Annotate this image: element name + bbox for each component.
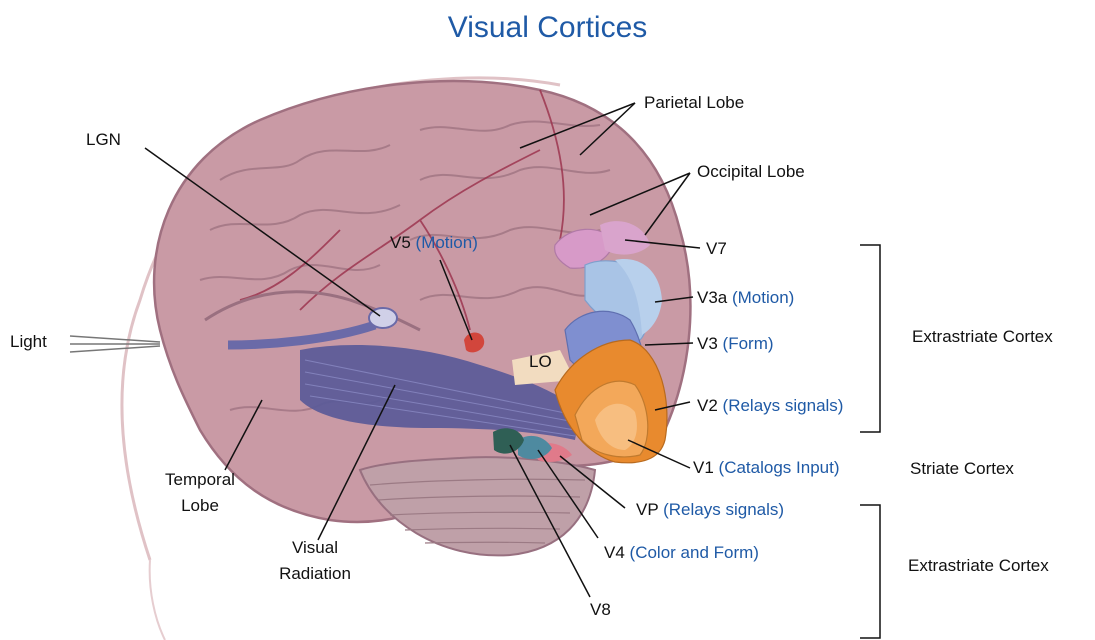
v3a-name: V3a	[697, 288, 727, 307]
label-parietal-lobe: Parietal Lobe	[644, 93, 744, 113]
v1-desc: (Catalogs Input)	[719, 458, 840, 477]
label-striate: Striate Cortex	[910, 459, 1014, 479]
v3-name: V3	[697, 334, 718, 353]
v5-desc: (Motion)	[416, 233, 478, 252]
bracket-bottom	[860, 505, 880, 638]
v2-name: V2	[697, 396, 718, 415]
label-v2: V2 (Relays signals)	[697, 396, 843, 416]
label-visual-radiation: Visual Radiation	[270, 538, 360, 584]
label-occipital-lobe: Occipital Lobe	[697, 162, 805, 182]
label-v1: V1 (Catalogs Input)	[693, 458, 839, 478]
v3-desc: (Form)	[723, 334, 774, 353]
v5-name: V5	[390, 233, 411, 252]
label-lo: LO	[529, 352, 552, 372]
bracket-top	[860, 245, 880, 432]
face-outline	[150, 560, 165, 640]
label-v8: V8	[590, 600, 611, 620]
v4-name: V4	[604, 543, 625, 562]
label-extrastriate-bottom: Extrastriate Cortex	[908, 556, 1049, 576]
label-v4: V4 (Color and Form)	[604, 543, 759, 563]
light-rays	[70, 336, 160, 352]
v4-desc: (Color and Form)	[630, 543, 759, 562]
temporal-line-2: Lobe	[160, 496, 240, 516]
label-v3a: V3a (Motion)	[697, 288, 794, 308]
visual-radiation-line-1: Visual	[270, 538, 360, 558]
v2-desc: (Relays signals)	[723, 396, 844, 415]
vp-name: VP	[636, 500, 658, 519]
vp-desc: (Relays signals)	[663, 500, 784, 519]
label-lgn: LGN	[86, 130, 121, 150]
label-light: Light	[10, 332, 47, 352]
temporal-line-1: Temporal	[160, 470, 240, 490]
v1-name: V1	[693, 458, 714, 477]
label-v7: V7	[706, 239, 727, 259]
page-title: Visual Cortices	[0, 10, 1095, 46]
label-extrastriate-top: Extrastriate Cortex	[912, 327, 1053, 347]
label-vp: VP (Relays signals)	[636, 500, 784, 520]
visual-radiation-line-2: Radiation	[270, 564, 360, 584]
v3a-desc: (Motion)	[732, 288, 794, 307]
label-temporal-lobe: Temporal Lobe	[160, 470, 240, 516]
label-v5: V5 (Motion)	[390, 233, 478, 253]
label-v3: V3 (Form)	[697, 334, 774, 354]
